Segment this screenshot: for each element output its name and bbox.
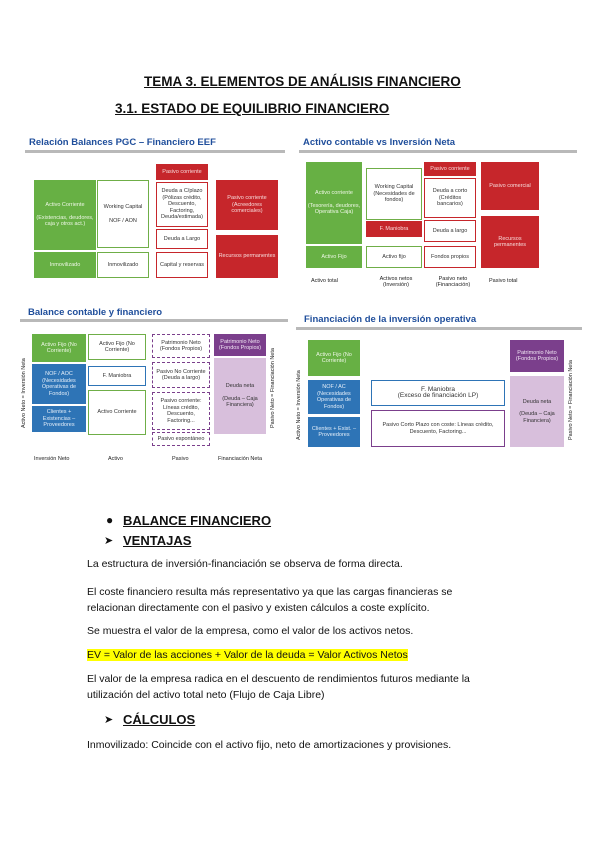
deuda-largo-box: Deuda a largo <box>424 220 476 242</box>
pasivo-corriente-box: Pasivo corriente <box>156 164 208 180</box>
caption-pasivo-neto: Pasivo neto (Financiación) <box>435 276 471 288</box>
pasivo-lp-box: Pasivo No Corriente (Deuda a largo) <box>152 362 210 388</box>
recursos-permanentes-box: Recursos permanentes <box>216 235 278 278</box>
activo-fijo-box: Activo Fijo <box>306 246 362 268</box>
figure-title: Balance contable y financiero <box>28 307 163 318</box>
recursos-permanentes-box: Recursos permanentes <box>481 216 539 268</box>
pasivo-acreedores-box: Pasivo corriente (Acreedores comerciales… <box>216 180 278 230</box>
working-capital-box: Working Capital (Necesidades de fondos) <box>366 168 422 220</box>
deuda-corto-box: Deuda a C/plazo (Pólizas crédito, Descue… <box>156 182 208 227</box>
paragraph-2: El coste financiero resulta más represen… <box>87 586 453 614</box>
caption-inversion-neto: Inversión Neto <box>34 456 70 462</box>
clientes-box: Clientes + Existencias – Proveedores <box>32 406 86 432</box>
figure-title: Financiación de la inversión operativa <box>304 314 477 325</box>
paragraph-4-highlight: EV = Valor de las acciones + Valor de la… <box>87 649 408 661</box>
patrimonio-box: Patrimonio Neto (Fondos Propios) <box>152 334 210 358</box>
caption-financiacion-neta: Financiación Neta <box>218 456 263 462</box>
ventajas-heading: VENTAJAS <box>123 533 192 548</box>
pasivo-corriente-box: Pasivo corriente <box>424 162 476 176</box>
pasivo-cp-box: Pasivo corriente: Líneas crédito, Descue… <box>152 392 210 430</box>
right-vertical-label: Pasivo Neto = Financiación Neta <box>270 348 276 428</box>
caption-activo-total: Activo total <box>311 278 338 284</box>
activo-fijo-mid-box: Activo fijo <box>366 246 422 268</box>
calculos-heading: CÁLCULOS <box>123 712 196 727</box>
nof-box: NOF / AC (Necesidades Operativas de Fond… <box>308 380 360 414</box>
deuda-neta-box: Deuda neta(Deuda – Caja Financiera) <box>214 358 266 434</box>
left-vertical-label: Activo Neto = Inversión Neta <box>296 370 302 440</box>
section-title: 3.1. ESTADO DE EQUILIBRIO FINANCIERO <box>115 101 390 116</box>
pasivo-espontaneo-box: Pasivo espontáneo <box>152 432 210 446</box>
bullet-dot: ● <box>106 513 114 527</box>
figure-title: Activo contable vs Inversión Neta <box>303 137 456 148</box>
capital-reservas-box: Capital y reservas <box>156 252 208 278</box>
caption-activo: Activo <box>108 456 123 462</box>
activo-fijo-box: Activo Fijo (No Corriente) <box>308 340 360 376</box>
divider <box>25 150 285 153</box>
left-vertical-label: Activo Neto = Inversión Neta <box>21 358 27 428</box>
inmovilizado-mid-box: Inmovilizado <box>97 252 149 278</box>
caption-activos-netos: Activos netos (Inversión) <box>379 276 413 288</box>
pasivo-comercial-box: Pasivo comercial <box>481 162 539 210</box>
figure-activo-vs-inversion: Activo contable vs Inversión Neta Activo… <box>299 132 577 292</box>
right-vertical-label: Pasivo Neto = Financiación Neta <box>568 360 574 440</box>
patrimonio-box: Patrimonio Neto (Fondos Propios) <box>510 340 564 372</box>
inmovilizado-box: Inmovilizado <box>34 252 96 278</box>
patrimonio-r-box: Patrimonio Neto (Fondos Propios) <box>214 334 266 356</box>
document-title: TEMA 3. ELEMENTOS DE ANÁLISIS FINANCIERO <box>144 74 461 89</box>
nof-box: NOF / AOC (Necesidades Operativas de Fon… <box>32 364 86 404</box>
activo-fijo-box: Activo Fijo (No Corriente) <box>32 334 86 362</box>
clientes-box: Clientes + Exist. – Proveedores <box>308 417 360 447</box>
fondos-propios-box: Fondos propios <box>424 246 476 268</box>
pasivo-cp-box: Pasivo Corto Plazo con coste: Líneas cré… <box>371 410 505 447</box>
figure-financiacion-inversion: Financiación de la inversión operativa A… <box>296 310 582 460</box>
divider <box>299 150 577 153</box>
deuda-largo-box: Deuda a Largo <box>156 229 208 249</box>
balance-financiero-heading: BALANCE FINANCIERO <box>123 513 272 528</box>
activo-corriente-box: Activo Corriente(Existencias, deudores, … <box>34 180 96 250</box>
paragraph-6: Inmovilizado: Coincide con el activo fij… <box>87 739 452 751</box>
deuda-neta-box: Deuda neta(Deuda – Caja Financiera) <box>510 376 564 447</box>
f-maniobra-box: F. Maniobra(Exceso de financiación LP) <box>371 380 505 406</box>
caption-pasivo: Pasivo <box>172 456 189 462</box>
paragraph-5: El valor de la empresa radica en el desc… <box>87 673 470 701</box>
figure-title: Relación Balances PGC – Financiero EEF <box>29 137 216 148</box>
deuda-corto-box: Deuda a corto (Créditos bancarios) <box>424 178 476 218</box>
divider <box>20 319 288 322</box>
activo-corriente-box: Activo corriente(Tesorería, deudores, Op… <box>306 162 362 244</box>
paragraph-3: Se muestra el valor de la empresa, como … <box>87 625 414 637</box>
caption-pasivo-total: Pasivo total <box>489 278 518 284</box>
arrow-bullet-icon: ➤ <box>104 714 114 726</box>
figure-balance-contable-financiero: Balance contable y financiero Activo Net… <box>20 304 288 474</box>
activo-corriente-box: Activo Corriente <box>88 390 146 435</box>
f-maniobra-box: F. Maniobra <box>366 221 422 237</box>
figure-balances-pgc: Relación Balances PGC – Financiero EEF A… <box>25 132 285 282</box>
divider <box>296 327 582 330</box>
arrow-bullet-icon: ➤ <box>104 535 114 547</box>
f-maniobra-box: F. Maniobra <box>88 366 146 386</box>
activo-fijo-mid-box: Activo Fijo (No Corriente) <box>88 334 146 360</box>
paragraph-1: La estructura de inversión-financiación … <box>87 558 403 570</box>
